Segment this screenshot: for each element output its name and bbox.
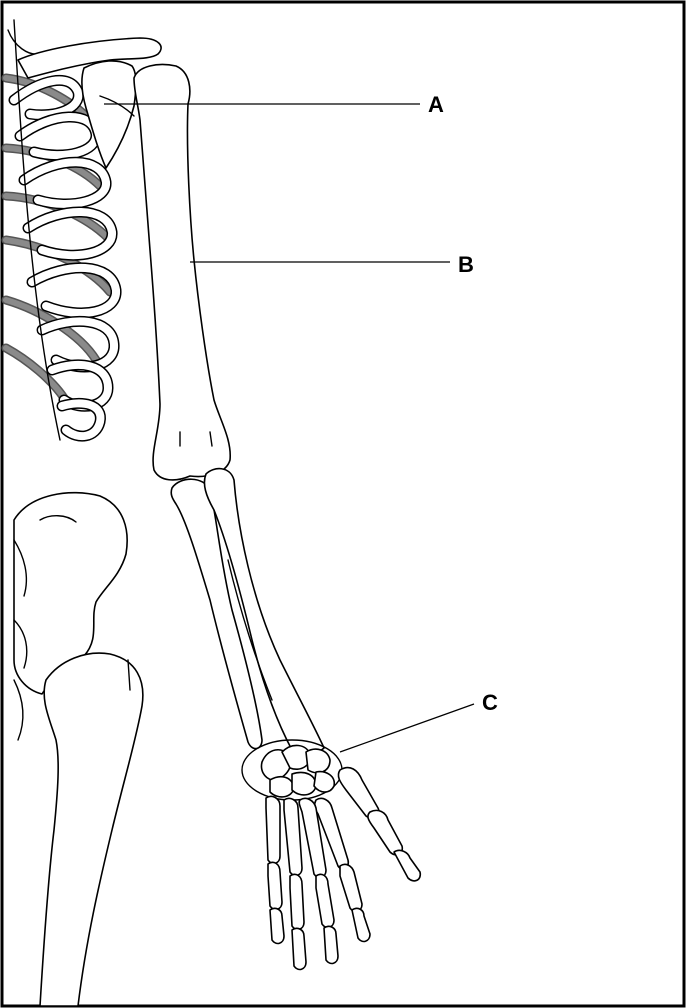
label-c: C [482,690,498,715]
leader-line-c [340,704,474,752]
label-a: A [428,92,444,117]
femur [14,653,143,1006]
carpal-bones [242,740,342,800]
humerus [134,65,230,480]
label-b: B [458,252,474,277]
hand-bones [266,768,420,970]
